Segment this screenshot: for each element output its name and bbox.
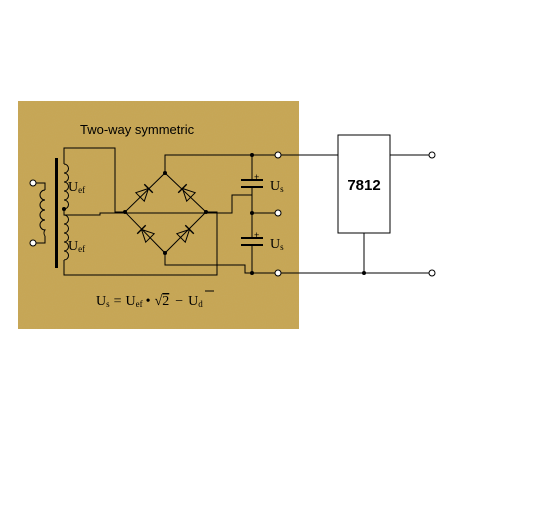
junction-cap-top xyxy=(250,153,254,157)
primary-lead-bottom xyxy=(36,236,46,244)
terminal-mid[interactable] xyxy=(274,209,282,217)
primary-coil xyxy=(39,189,46,237)
center-tap-wire xyxy=(63,194,278,216)
junction-ground xyxy=(362,271,366,275)
transformer-core xyxy=(55,158,58,268)
secondary-coil-bottom xyxy=(63,214,69,261)
junction-bridge-top xyxy=(163,171,167,175)
junction-bridge-bottom xyxy=(163,251,167,255)
junction-center-tap xyxy=(62,207,66,211)
terminal-minus[interactable] xyxy=(274,269,282,277)
secondary-coil-top xyxy=(63,163,69,210)
primary-lead-top xyxy=(36,182,46,190)
regulator-label: 7812 xyxy=(347,177,380,194)
secondary-bottom-label: Uef xyxy=(68,239,85,254)
diode-bottom-right xyxy=(175,224,195,244)
cap-bottom-label: Us xyxy=(270,237,284,252)
output-terminal-bottom[interactable] xyxy=(428,269,436,277)
bridge-top-to-plus xyxy=(164,154,278,173)
diode-top-right xyxy=(177,183,197,203)
cap-bottom-polarity: + xyxy=(254,230,259,240)
secondary-top-label: Uef xyxy=(68,180,85,195)
diagram-title: Two-way symmetric xyxy=(80,122,195,137)
secondary-lead-bottom xyxy=(63,211,218,276)
wiring xyxy=(29,147,429,276)
input-terminal-bottom[interactable] xyxy=(29,239,37,247)
terminal-plus[interactable] xyxy=(274,151,282,159)
junction-dots xyxy=(62,153,366,275)
bridge-bottom-to-minus xyxy=(164,253,278,274)
capacitor-top xyxy=(241,179,263,188)
junction-cap-bottom xyxy=(250,271,254,275)
secondary-lead-top xyxy=(63,147,125,213)
diode-top-left xyxy=(134,183,154,203)
formula: Us=Uef•√2−Ud xyxy=(96,294,203,309)
junction-cap-mid xyxy=(250,211,254,215)
input-terminal-top[interactable] xyxy=(29,179,37,187)
regulator-box xyxy=(337,134,391,234)
capacitor-bottom xyxy=(241,237,263,246)
cap-top-label: Us xyxy=(270,179,284,194)
terminals xyxy=(274,151,436,277)
cap-top-polarity: + xyxy=(254,172,259,182)
diode-bottom-left xyxy=(136,224,156,244)
junction-bridge-right xyxy=(204,210,208,214)
junction-bridge-left xyxy=(123,210,127,214)
output-terminal-top[interactable] xyxy=(428,151,436,159)
